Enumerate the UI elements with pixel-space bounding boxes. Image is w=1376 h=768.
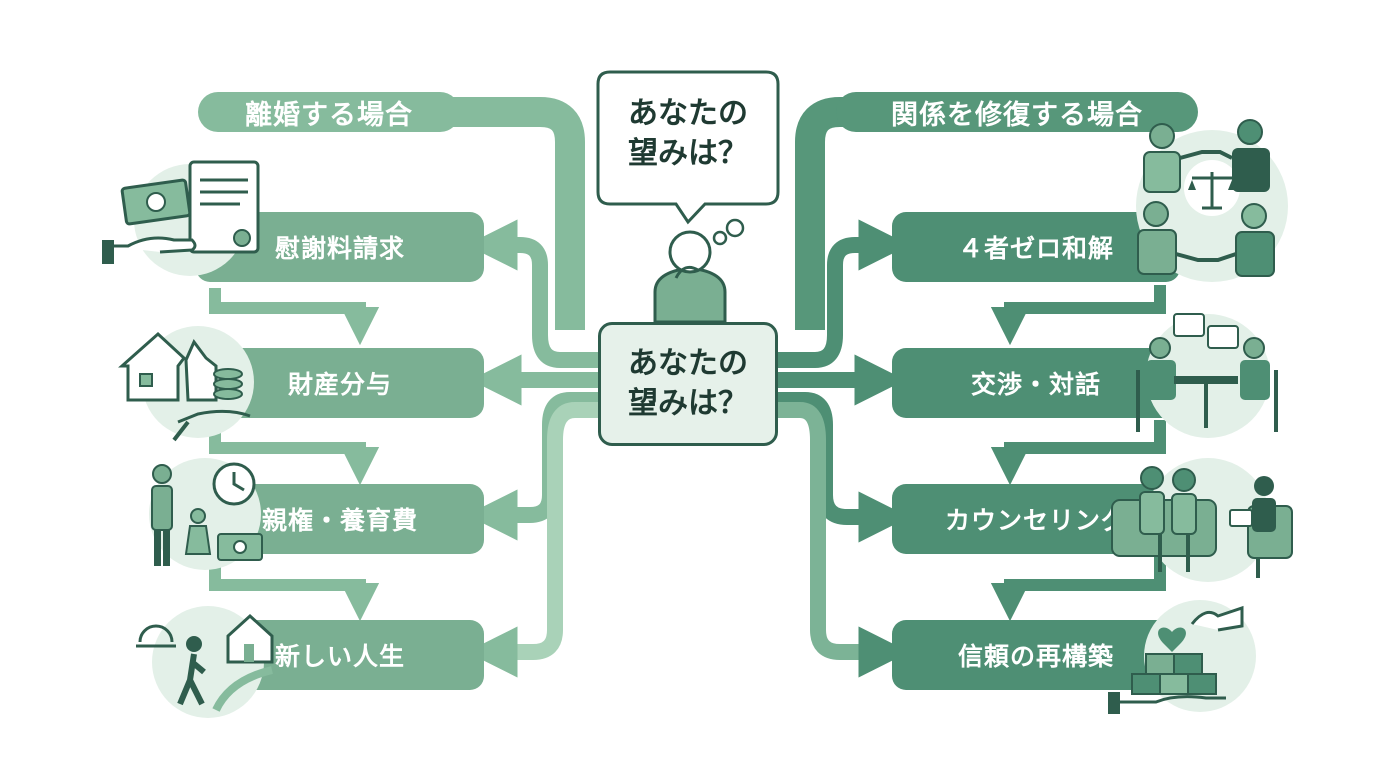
speech-bubble bbox=[596, 70, 780, 225]
rebuilding-trust-icon bbox=[1108, 600, 1256, 714]
left-branch-header: 離婚する場合 bbox=[198, 92, 460, 132]
dialogue-table-icon bbox=[1136, 313, 1278, 438]
question-bubble-text: あなたの 望みは？ bbox=[628, 95, 748, 172]
thinking-person-icon bbox=[653, 218, 745, 324]
center-question-box: あなたの 望みは？ bbox=[598, 322, 778, 446]
counseling-session-icon bbox=[1111, 458, 1293, 582]
walking-new-home-icon bbox=[136, 606, 274, 718]
item-pill-negotiation: 交渉・対話 bbox=[892, 348, 1180, 418]
split-house-coins-icon bbox=[118, 326, 254, 442]
parent-child-clock-icon bbox=[149, 458, 263, 570]
money-contract-icon bbox=[102, 160, 260, 276]
item-pill-counseling: カウンセリング bbox=[892, 484, 1180, 554]
item-pill-zero-settlement: ４者ゼロ和解 bbox=[892, 212, 1180, 282]
right-branch-header: 関係を修復する場合 bbox=[836, 92, 1198, 132]
handshake-scales-icon bbox=[1136, 119, 1288, 282]
